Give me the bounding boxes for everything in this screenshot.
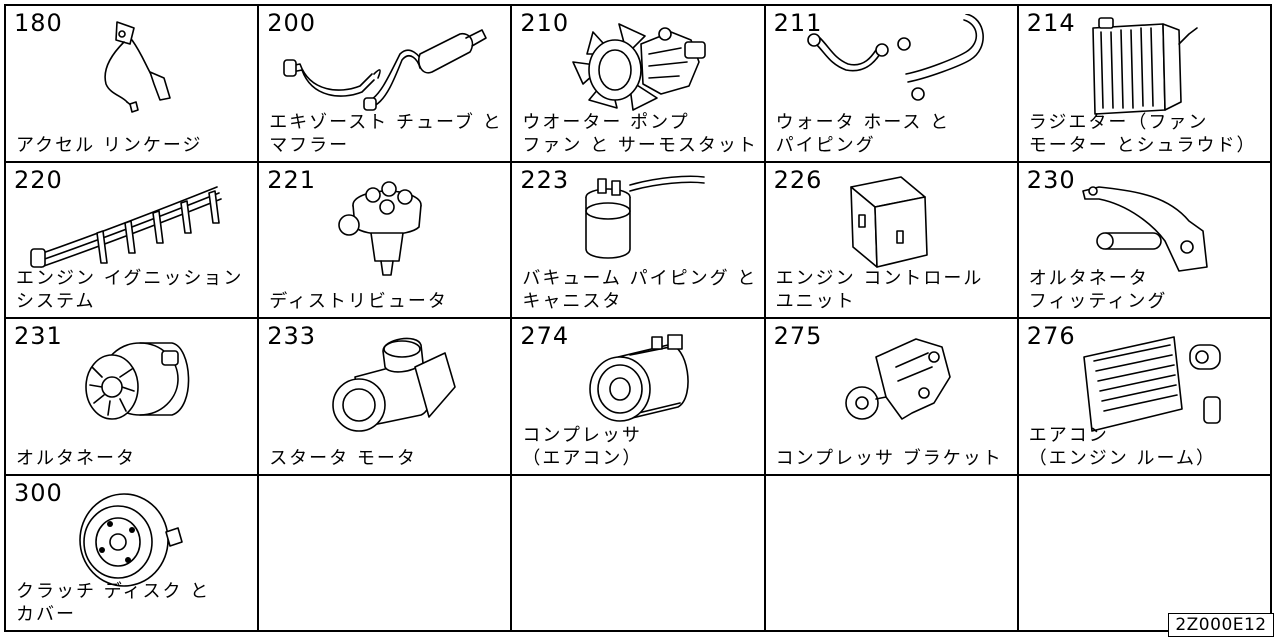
section-label-line: パイピング	[775, 134, 876, 156]
catalog-cell-180[interactable]: 180 アクセル リンケージ	[6, 6, 260, 163]
section-label: ラジエター（ファンモーター とシュラウド）	[1029, 111, 1257, 157]
section-label-line: コンプレッサ	[522, 424, 642, 446]
alternator-fitting-icon	[1069, 171, 1219, 281]
catalog-cell-220[interactable]: 220 エンジン イグニッションシステム	[6, 162, 260, 319]
ac-compressor-icon	[568, 327, 708, 437]
water-pump-fan-icon	[553, 14, 723, 124]
section-label-line: キャニスタ	[522, 291, 623, 312]
section-label-line: （エンジン ルーム）	[1028, 447, 1216, 469]
catalog-cell-276[interactable]: 276 エアコン（エンジン ルーム）	[1018, 319, 1272, 476]
section-code: 276	[1026, 322, 1076, 350]
catalog-cell-275[interactable]: 275 コンプレッサ ブラケット	[765, 319, 1019, 476]
section-code: 231	[14, 322, 63, 350]
catalog-cell-223[interactable]: 223 バキューム パイピング とキャニスタ	[512, 162, 766, 319]
section-code: 180	[14, 9, 63, 37]
section-label: ウオーター ポンプファン と サーモスタット	[522, 111, 757, 157]
distributor-icon	[325, 171, 445, 281]
catalog-cell-274[interactable]: 274 コンプレッサ（エアコン）	[512, 319, 766, 476]
engine-control-unit-icon	[841, 171, 941, 271]
section-label: エンジン イグニッションシステム	[16, 267, 243, 313]
catalog-cell-300[interactable]: 300 クラッチ ディスク とカバー	[6, 475, 260, 632]
section-label-line: システム	[16, 291, 96, 312]
diagram-id-label: 2Z000E12	[1168, 613, 1274, 637]
section-label-line: オルタネータ	[16, 447, 136, 469]
ac-condenser-icon	[1054, 327, 1234, 437]
section-label-line: オルタネータ	[1028, 268, 1149, 289]
section-code: 274	[520, 322, 570, 350]
catalog-cell-214[interactable]: 214 ラジエター（ファンモーター とシュラウド）	[1018, 6, 1272, 163]
water-hose-icon	[786, 14, 996, 114]
compressor-bracket-icon	[816, 327, 966, 437]
section-code: 226	[773, 165, 823, 194]
catalog-cell-231[interactable]: 231 オルタネータ	[6, 319, 260, 476]
empty-cell	[1018, 475, 1272, 632]
section-code: 200	[267, 9, 316, 37]
section-label-line: ウォータ ホース と	[775, 111, 951, 133]
section-label-line: スタータ モータ	[269, 447, 417, 469]
section-label-line: ユニット	[775, 291, 856, 312]
section-code: 221	[267, 165, 316, 194]
accelerator-linkage-icon	[72, 14, 192, 124]
starter-motor-icon	[305, 327, 465, 437]
catalog-cell-230[interactable]: 230 オルタネータフィッティング	[1018, 162, 1272, 319]
section-code: 230	[1026, 165, 1076, 194]
section-label-line: コンプレッサ ブラケット	[775, 447, 1003, 469]
section-label: エキゾースト チューブ とマフラー	[269, 111, 502, 157]
section-label-line: エンジン イグニッション	[16, 268, 244, 289]
section-label: クラッチ ディスク とカバー	[16, 580, 210, 626]
section-code: 300	[14, 478, 63, 507]
section-label-line: ディストリビュータ	[269, 291, 448, 312]
empty-cell	[512, 475, 766, 632]
catalog-cell-211[interactable]: 211 ウォータ ホース とパイピング	[765, 6, 1019, 163]
section-label-line: マフラー	[269, 134, 350, 156]
section-code: 210	[520, 9, 570, 37]
catalog-cell-226[interactable]: 226 エンジン コントロールユニット	[765, 162, 1019, 319]
vacuum-canister-icon	[568, 171, 708, 271]
clutch-disc-icon	[72, 484, 192, 594]
section-label: オルタネータフィッティング	[1029, 267, 1168, 313]
section-label: アクセル リンケージ	[16, 134, 202, 157]
section-label-line: エンジン コントロール	[775, 268, 984, 289]
section-label-line: ラジエター（ファン	[1028, 111, 1209, 133]
section-label-line: エアコン	[1028, 424, 1109, 446]
section-label: コンプレッサ ブラケット	[776, 447, 1003, 470]
section-label-line: エキゾースト チューブ と	[269, 111, 503, 133]
section-label-line: バキューム パイピング と	[522, 268, 758, 289]
section-label-line: （エアコン）	[522, 447, 643, 469]
section-code: 211	[773, 9, 823, 37]
section-label: オルタネータ	[16, 447, 136, 470]
section-code: 233	[267, 322, 316, 350]
section-code: 220	[14, 165, 63, 194]
catalog-cell-200[interactable]: 200 エキゾースト チューブ とマフラー	[259, 6, 513, 163]
section-label: コンプレッサ（エアコン）	[522, 424, 642, 470]
section-code: 275	[773, 322, 823, 350]
section-label: エアコン（エンジン ルーム）	[1029, 424, 1216, 470]
section-code: 214	[1026, 9, 1076, 37]
catalog-cell-233[interactable]: 233 スタータ モータ	[259, 319, 513, 476]
section-label: ディストリビュータ	[269, 290, 448, 313]
section-label: ウォータ ホース とパイピング	[776, 111, 951, 157]
empty-cell	[259, 475, 513, 632]
section-label-line: ファン と サーモスタット	[522, 134, 758, 156]
section-label: バキューム パイピング とキャニスタ	[522, 267, 757, 313]
empty-cell	[765, 475, 1019, 632]
section-label: スタータ モータ	[269, 447, 417, 470]
section-label-line: モーター とシュラウド）	[1028, 134, 1257, 156]
exhaust-muffler-icon	[270, 14, 500, 114]
section-label-line: アクセル リンケージ	[16, 134, 203, 156]
section-label-line: ウオーター ポンプ	[522, 111, 690, 133]
catalog-cell-221[interactable]: 221 ディストリビュータ	[259, 162, 513, 319]
catalog-cell-210[interactable]: 210 ウオーター ポンプファン と サーモスタット	[512, 6, 766, 163]
ignition-system-icon	[17, 171, 247, 281]
section-code: 223	[520, 165, 570, 194]
section-label: エンジン コントロールユニット	[776, 267, 984, 313]
section-label-line: クラッチ ディスク と	[16, 581, 211, 602]
section-label-line: フィッティング	[1028, 291, 1168, 312]
radiator-icon	[1079, 14, 1209, 124]
alternator-icon	[62, 327, 202, 437]
section-label-line: カバー	[16, 604, 76, 625]
